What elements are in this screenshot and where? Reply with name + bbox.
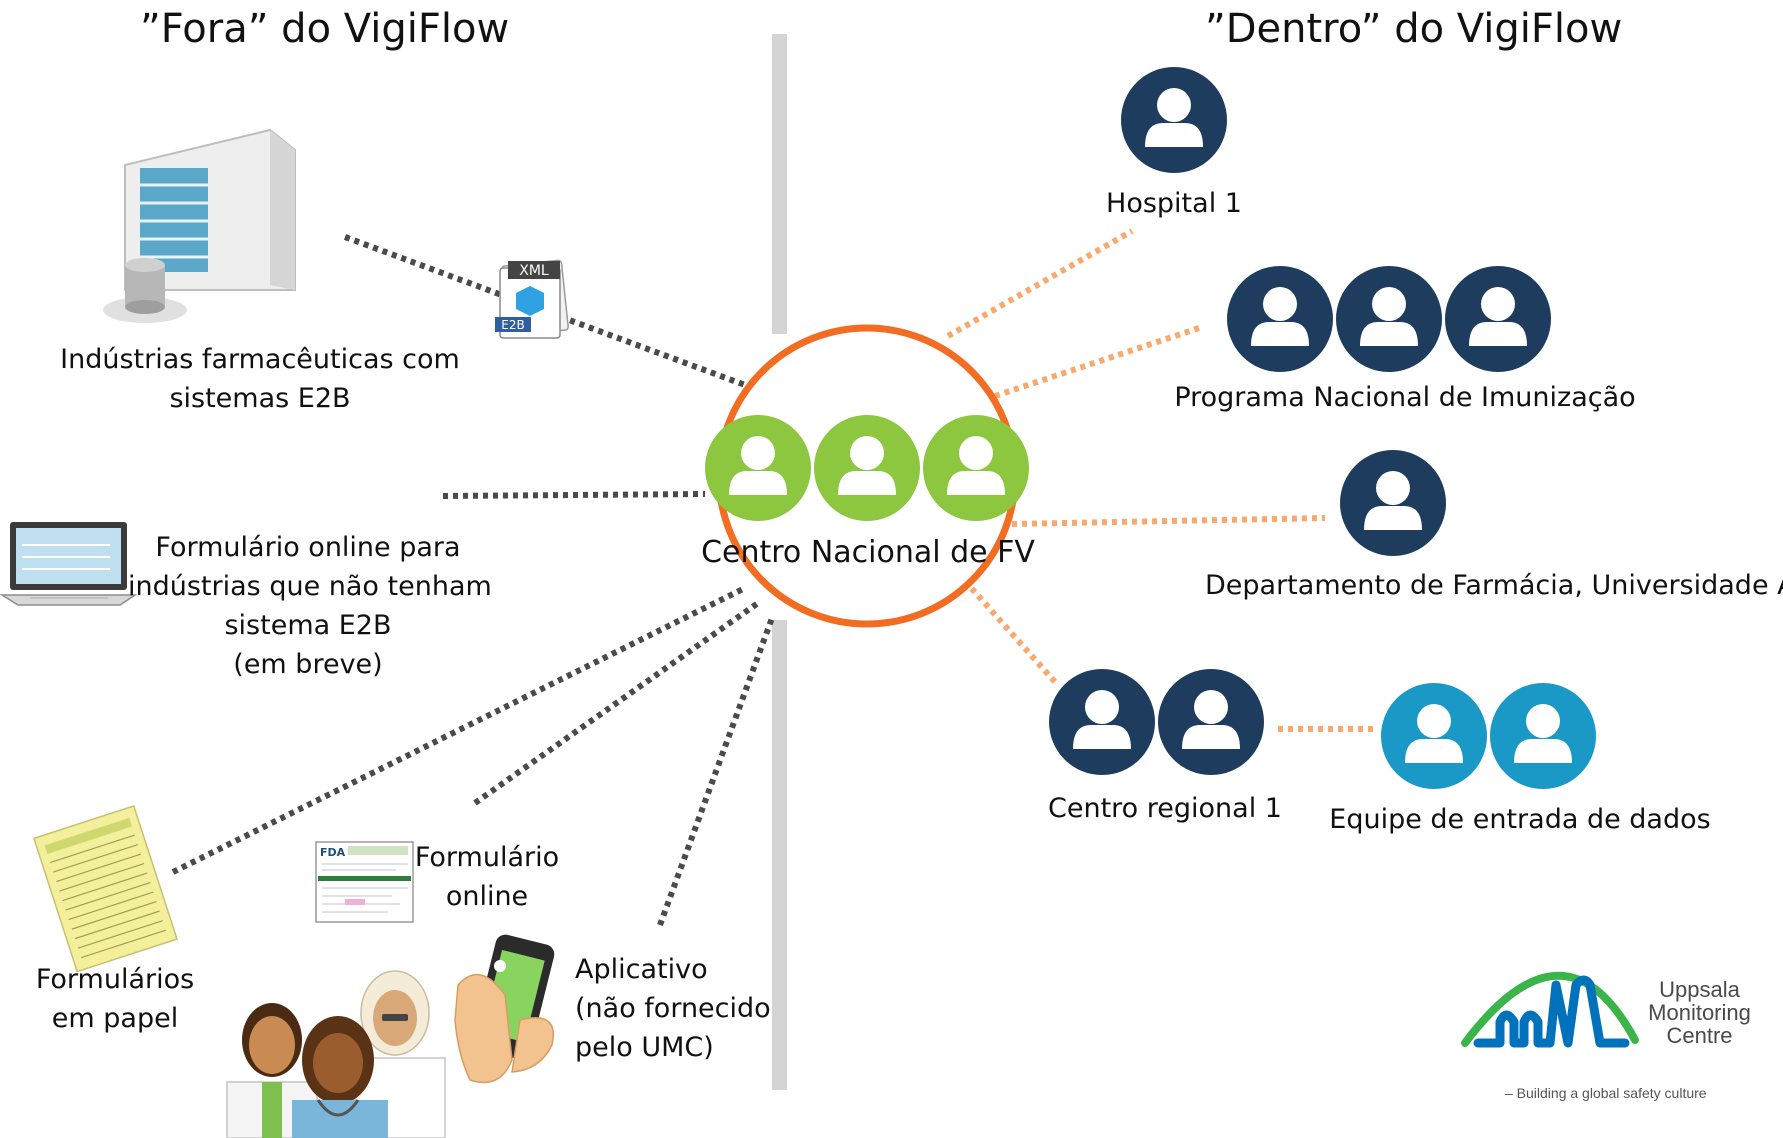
- inside-links: [946, 228, 1375, 732]
- pharma-industries-label: Indústrias farmacêuticas com sistemas E2…: [60, 344, 460, 414]
- phone-app-icon: [454, 934, 555, 1084]
- xml-file-icon: XML E2B: [495, 259, 569, 339]
- regional-center-label: Centro regional 1: [1048, 793, 1282, 824]
- link-paper-forms: [171, 585, 747, 875]
- online-form-industry-label: Formulário online para indústrias que nã…: [128, 532, 492, 680]
- pharmacy-dept-label: Departamento de Farmácia, Universidade A: [1205, 570, 1783, 601]
- link-regional-center: [962, 579, 1058, 684]
- app-label: Aplicativo (não fornecido pelo UMC): [575, 954, 771, 1063]
- outside-heading: ”Fora” do VigiFlow: [140, 6, 510, 52]
- paper-forms-label: Formulários em papel: [35, 964, 195, 1034]
- link-immunization: [994, 324, 1203, 399]
- pharmacy-dept-user-icon: [1340, 450, 1446, 556]
- center-user-3: [923, 415, 1029, 521]
- umc-tagline: – Building a global safety culture: [1505, 1085, 1707, 1101]
- data-entry-user-icon-1: [1381, 683, 1487, 789]
- center-label: Centro Nacional de FV: [701, 535, 1035, 570]
- hospital-label: Hospital 1: [1106, 188, 1242, 219]
- online-form-label: Formulário online: [414, 842, 560, 912]
- online-form-icon: FDA: [315, 841, 414, 923]
- divider-bottom: [772, 620, 787, 1090]
- inside-heading: ”Dentro” do VigiFlow: [1205, 6, 1623, 52]
- hospital-user-icon: [1121, 67, 1227, 173]
- immunization-label: Programa Nacional de Imunização: [1174, 382, 1636, 413]
- regional-center-user-icon-1: [1049, 669, 1155, 775]
- laptop-icon: [0, 522, 138, 606]
- paper-form-icon: [32, 804, 178, 973]
- link-online-form-industry: [442, 491, 706, 499]
- immunization-user-icon-3: [1445, 266, 1551, 372]
- immunization-user-icon-2: [1336, 266, 1442, 372]
- link-app: [657, 616, 775, 927]
- regional-center-user-icon-2: [1158, 669, 1264, 775]
- umc-logo-text: Uppsala Monitoring Centre: [1648, 977, 1751, 1048]
- divider-top: [772, 34, 787, 334]
- center-user-2: [814, 415, 920, 521]
- svg-text:FDA: FDA: [320, 846, 346, 859]
- center-user-1: [705, 415, 811, 521]
- svg-text:E2B: E2B: [501, 318, 524, 332]
- link-online-form: [473, 600, 760, 806]
- health-professionals-icon: [226, 970, 446, 1138]
- svg-text:XML: XML: [519, 263, 549, 279]
- link-pharmacy-dept: [1011, 515, 1326, 527]
- data-entry-user-icon-2: [1490, 683, 1596, 789]
- link-hospital: [946, 228, 1134, 339]
- umc-logo-icon: [1461, 971, 1639, 1048]
- building-icon: [103, 128, 296, 323]
- data-entry-team-label: Equipe de entrada de dados: [1329, 804, 1711, 835]
- immunization-user-icon-1: [1227, 266, 1333, 372]
